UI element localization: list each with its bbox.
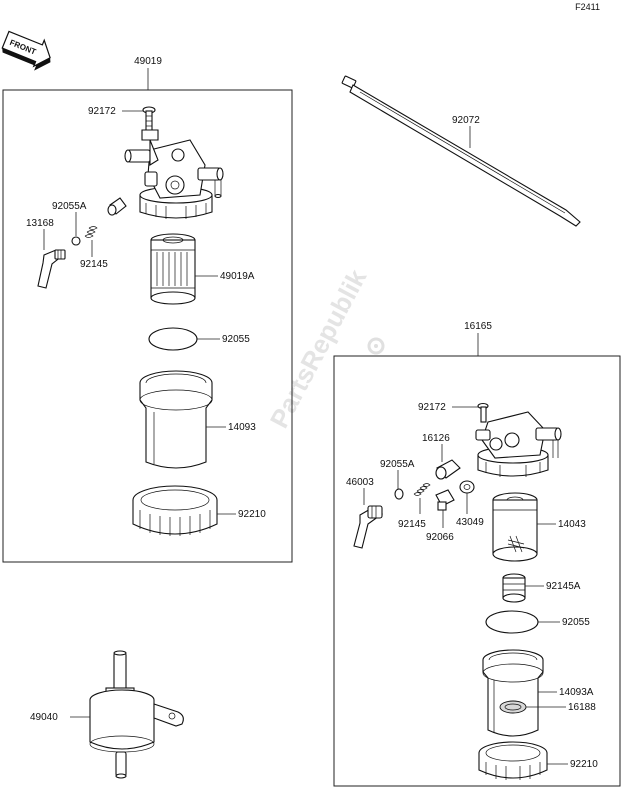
o-ring-part <box>148 327 198 351</box>
sheet-code: F2411 <box>575 2 600 12</box>
callout-92172-left: 92172 <box>88 106 116 117</box>
callout-49040: 49040 <box>30 712 58 723</box>
float-part-right <box>499 700 527 714</box>
fitting-part-right <box>435 489 455 511</box>
spring-part-right <box>413 483 431 496</box>
callout-92055A-left: 92055A <box>52 201 87 212</box>
watermark-text: PartsRepublik <box>264 264 373 433</box>
plug-part <box>107 197 127 216</box>
callout-14093: 14093 <box>228 422 256 433</box>
watermark: PartsRepublik <box>264 264 373 433</box>
filter-bowl-part <box>139 370 213 469</box>
filter-element-part <box>150 233 196 305</box>
callout-13168: 13168 <box>26 218 54 229</box>
callout-92145A: 92145A <box>546 581 581 592</box>
callout-14093A: 14093A <box>559 687 594 698</box>
bolt-part-right <box>477 402 489 423</box>
seal-part <box>71 236 81 246</box>
callout-92055-left: 92055 <box>222 334 250 345</box>
callout-14043: 14043 <box>558 519 586 530</box>
filter-head-part-right <box>475 411 562 477</box>
inline-fuel-filter-part <box>89 650 184 779</box>
callout-92172-right: 92172 <box>418 402 446 413</box>
seal-part-right <box>394 488 404 500</box>
o-ring-part-right <box>485 610 539 634</box>
callout-92066: 92066 <box>426 532 454 543</box>
plug-part-right <box>435 459 461 480</box>
filter-bowl-part-right <box>482 649 544 737</box>
spring-large-part-right <box>502 573 526 603</box>
filter-element-part-right <box>492 492 538 562</box>
filter-head-part <box>124 129 224 219</box>
lever-part-right <box>353 505 384 549</box>
callout-16188: 16188 <box>568 702 596 713</box>
retaining-ring-part <box>132 485 218 536</box>
watermark-gear-icon <box>367 337 385 355</box>
front-arrow-icon: FRONT <box>1 30 51 71</box>
left-assembly-frame <box>2 89 293 563</box>
callout-92210-right: 92210 <box>570 759 598 770</box>
callout-49019A: 49019A <box>220 271 255 282</box>
lever-part <box>37 249 66 289</box>
callout-49019: 49019 <box>134 56 162 67</box>
callout-46003: 46003 <box>346 477 374 488</box>
callout-92145-left: 92145 <box>80 259 108 270</box>
callout-92145-right: 92145 <box>398 519 426 530</box>
spring-part <box>84 226 98 238</box>
callout-16126: 16126 <box>422 433 450 444</box>
retaining-ring-part-right <box>478 741 548 780</box>
callout-43049: 43049 <box>456 517 484 528</box>
callout-92210-left: 92210 <box>238 509 266 520</box>
right-assembly-frame <box>333 355 621 787</box>
callout-16165: 16165 <box>464 321 492 332</box>
tie-band-part <box>341 75 581 227</box>
callout-92055A-right: 92055A <box>380 459 415 470</box>
washer-part-right <box>459 480 475 494</box>
bolt-part <box>142 106 156 132</box>
callout-92055-right: 92055 <box>562 617 590 628</box>
callout-92072: 92072 <box>452 115 480 126</box>
